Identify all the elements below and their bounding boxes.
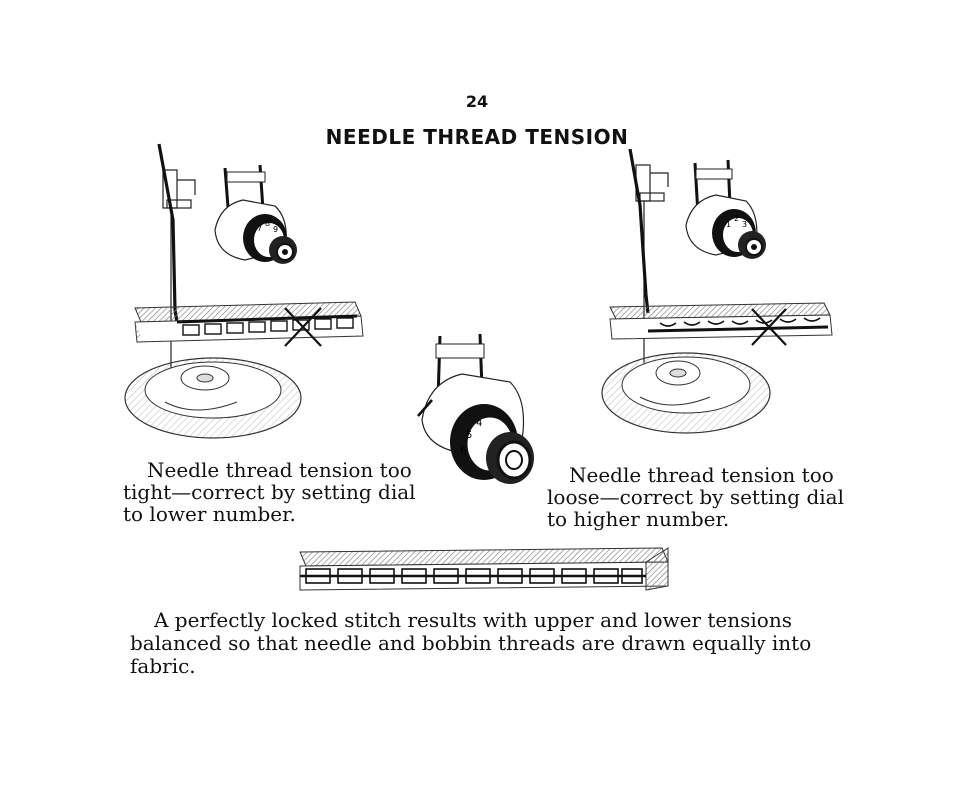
dial-number: 6 xyxy=(460,446,466,457)
dial-number: 8 xyxy=(265,219,270,228)
tension-assembly: 7 8 9 xyxy=(214,164,297,264)
caption-line: to lower number. xyxy=(123,502,296,526)
caption-line: balanced so that needle and bobbin threa… xyxy=(130,631,812,655)
dial-number: 4 xyxy=(476,418,482,429)
page-title: NEEDLE THREAD TENSION xyxy=(325,125,629,149)
caption-line: Needle thread tension too xyxy=(569,463,834,487)
tension-dial-illustration: 4 5 6 xyxy=(417,333,534,484)
bobbin-case xyxy=(124,357,302,439)
page-number: 24 xyxy=(465,92,489,111)
needle-bar xyxy=(162,169,196,380)
dial-number: 5 xyxy=(466,430,472,441)
needle-thread xyxy=(628,148,650,314)
error-mark xyxy=(751,308,787,346)
dial-number: 2 xyxy=(734,214,739,223)
tension-assembly: 1 2 3 xyxy=(685,159,766,259)
caption-line: A perfectly locked stitch results with u… xyxy=(154,608,792,632)
tight-tension-illustration: 7 8 9 xyxy=(124,143,364,439)
error-mark xyxy=(284,307,322,347)
caption-line: to higher number. xyxy=(547,507,730,531)
dial-number: 3 xyxy=(742,220,747,229)
loose-tension-illustration: 1 2 3 xyxy=(601,148,833,434)
loose-tension-caption: Needle thread tension too loose—correct … xyxy=(547,464,867,530)
caption-line: Needle thread tension too xyxy=(147,458,412,482)
fabric-strip xyxy=(134,301,364,347)
dial-number: 7 xyxy=(257,224,262,233)
tight-tension-caption: Needle thread tension too tight—correct … xyxy=(123,459,433,525)
fabric-strip xyxy=(609,302,833,346)
balanced-stitch-caption: A perfectly locked stitch results with u… xyxy=(130,609,835,678)
caption-line: fabric. xyxy=(130,654,196,678)
dial-number: 1 xyxy=(726,220,731,229)
caption-line: tight—correct by setting dial xyxy=(123,480,416,504)
caption-line: loose—correct by setting dial xyxy=(547,485,844,509)
dial-number: 9 xyxy=(273,225,278,234)
balanced-stitch-illustration xyxy=(299,547,669,591)
bobbin-case xyxy=(601,352,771,434)
needle-thread xyxy=(157,143,179,323)
